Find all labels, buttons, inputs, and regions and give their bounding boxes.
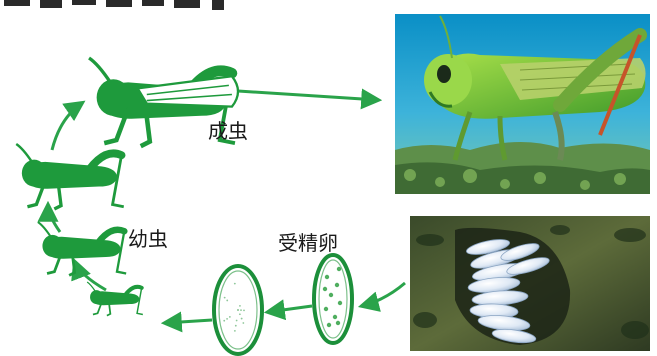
arrow-egg-to-egg bbox=[263, 299, 313, 321]
egg-cluster-photo bbox=[410, 216, 650, 351]
egg-pod bbox=[500, 243, 540, 261]
cycle-arrows bbox=[37, 88, 406, 333]
adult-grasshopper-silhouette bbox=[88, 56, 240, 149]
grasshopper-silhouettes bbox=[15, 56, 240, 317]
label-fertilized-egg: 受精卵 bbox=[278, 231, 338, 255]
arrow-nymph3-to-adult bbox=[50, 100, 86, 151]
egg-pod bbox=[491, 328, 537, 344]
arrow-adult-to-photo bbox=[237, 88, 383, 110]
cropped-heading-fragment bbox=[0, 0, 240, 12]
egg-pod bbox=[506, 257, 550, 275]
egg-icon-developing bbox=[212, 264, 264, 356]
egg-pod bbox=[466, 239, 510, 255]
egg-icon-fertilized bbox=[312, 253, 354, 345]
nymph-silhouette-large bbox=[15, 142, 126, 211]
arrow-nymph2-to-nymph3 bbox=[37, 200, 62, 233]
label-nymph: 幼虫 bbox=[128, 227, 168, 251]
adult-grasshopper-photo bbox=[395, 14, 650, 194]
label-adult: 成虫 bbox=[208, 119, 248, 143]
egg-pods bbox=[466, 239, 550, 344]
arrow-photo-to-egg bbox=[357, 281, 406, 312]
arrow-egg-to-nymph bbox=[160, 311, 213, 333]
egg-drawings bbox=[212, 253, 354, 356]
nymph-silhouette-small bbox=[86, 281, 144, 317]
arrow-nymph1-to-nymph2 bbox=[71, 258, 107, 292]
nymph-silhouette-medium bbox=[37, 221, 128, 277]
